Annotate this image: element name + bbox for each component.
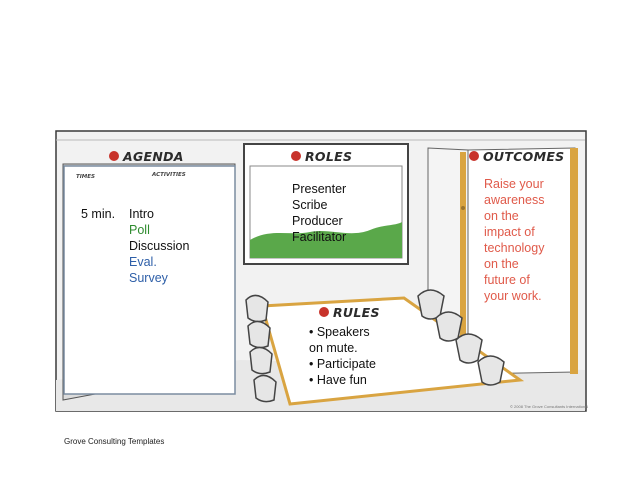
outcomes-line: awareness	[484, 193, 545, 207]
rules-heading: RULES	[333, 305, 380, 320]
outcomes-dot-icon	[469, 151, 479, 161]
agenda-time: 5 min.	[81, 207, 116, 221]
outcomes-line: on the	[484, 209, 519, 223]
conference-table	[260, 296, 525, 406]
outcomes-line: your work.	[484, 289, 542, 303]
illustration-credit: © 2008 The Grove Consultants Internation…	[510, 404, 588, 409]
chairs-left	[245, 294, 277, 403]
rules-line: on mute.	[309, 341, 358, 355]
role-item: Scribe	[292, 198, 328, 212]
agenda-item: Poll	[129, 223, 150, 237]
outcomes-line: Raise your	[484, 177, 544, 191]
rules-list: • Speakers on mute. • Participate • Have…	[309, 324, 376, 388]
outcomes-line: future of	[484, 273, 530, 287]
chairs-right	[417, 289, 505, 386]
rules-line: • Participate	[309, 357, 376, 371]
agenda-items: Intro Poll Discussion Eval. Survey	[129, 206, 189, 286]
roles-heading: ROLES	[305, 149, 352, 164]
agenda-item: Intro	[129, 207, 155, 221]
agenda-item: Eval.	[129, 255, 157, 269]
agenda-item: Survey	[129, 271, 168, 285]
rules-line: • Have fun	[309, 373, 367, 387]
agenda-dot-icon	[109, 151, 119, 161]
rules-dot-icon	[319, 307, 329, 317]
outcomes-heading: OUTCOMES	[483, 149, 564, 164]
agenda-col-times: TIMES	[76, 174, 95, 180]
footer-credit: Grove Consulting Templates	[64, 437, 165, 446]
outcomes-text: Raise your awareness on the impact of te…	[484, 176, 544, 304]
rules-line: • Speakers	[309, 325, 370, 339]
role-item: Presenter	[292, 182, 347, 196]
roles-dot-icon	[291, 151, 301, 161]
outcomes-line: on the	[484, 257, 519, 271]
agenda-board	[63, 165, 236, 395]
roles-list: Presenter Scribe Producer Facilitator	[292, 181, 346, 245]
role-item: Producer	[292, 214, 343, 228]
role-item: Facilitator	[292, 230, 347, 244]
outcomes-line: technology	[484, 241, 545, 255]
window-hills	[250, 222, 402, 258]
outcomes-line: impact of	[484, 225, 535, 239]
agenda-item: Discussion	[129, 239, 190, 253]
agenda-col-activities: ACTIVITIES	[151, 172, 186, 178]
agenda-heading: AGENDA	[122, 149, 184, 164]
